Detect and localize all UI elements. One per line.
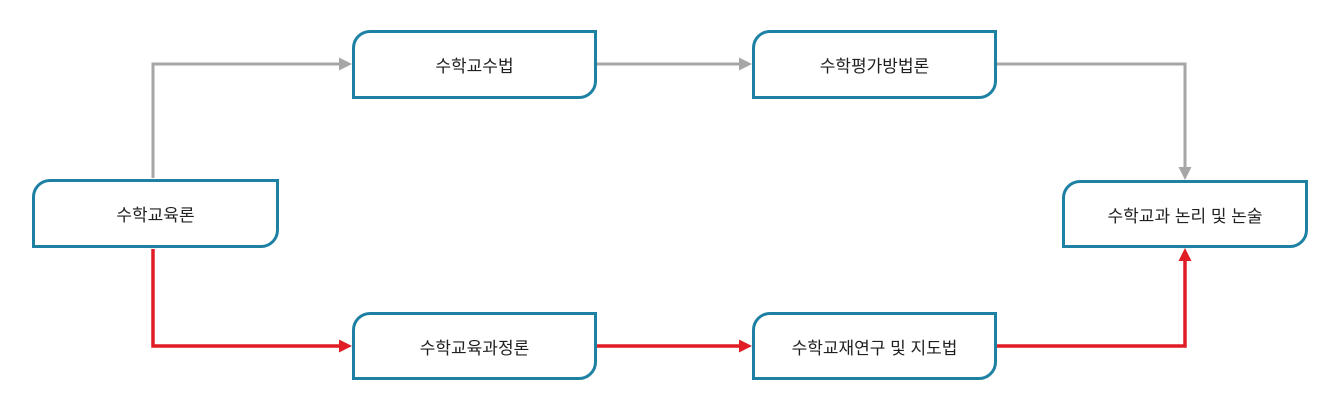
node-math-logic-and-essay: 수학교과 논리 및 논술 <box>1062 180 1308 248</box>
arrowhead-up-icon <box>1178 248 1192 261</box>
node-label: 수학교재연구 및 지도법 <box>791 338 958 358</box>
node-label: 수학교육론 <box>116 206 195 225</box>
edge-textbook-to-logic <box>997 248 1192 348</box>
edge-evaluation-to-logic <box>997 62 1192 180</box>
edge-curriculum-to-textbook <box>597 339 752 353</box>
node-math-evaluation-methodology: 수학평가방법론 <box>752 30 997 99</box>
node-math-curriculum-theory: 수학교육과정론 <box>352 312 597 380</box>
edge-line <box>151 62 339 178</box>
node-math-teaching-method: 수학교수법 <box>352 30 597 99</box>
arrowhead-right-icon <box>339 339 352 353</box>
edge-line <box>997 62 1187 167</box>
arrowhead-right-icon <box>739 339 752 353</box>
node-label: 수학교과 논리 및 논술 <box>1107 206 1263 226</box>
node-label: 수학평가방법론 <box>819 57 930 76</box>
node-label: 수학교수법 <box>435 57 514 76</box>
node-label: 수학교육과정론 <box>419 338 530 358</box>
node-math-education-theory: 수학교육론 <box>32 179 279 248</box>
arrowhead-right-icon <box>339 57 352 71</box>
edge-line <box>151 249 339 348</box>
edge-teaching-to-evaluation <box>597 57 752 71</box>
edge-line <box>997 261 1187 348</box>
arrowhead-down-icon <box>1178 167 1192 180</box>
arrowhead-right-icon <box>739 57 752 71</box>
edge-theory-to-curriculum <box>151 249 352 353</box>
edge-theory-to-teaching <box>151 57 352 178</box>
node-math-textbook-research-and-teaching: 수학교재연구 및 지도법 <box>752 312 997 380</box>
